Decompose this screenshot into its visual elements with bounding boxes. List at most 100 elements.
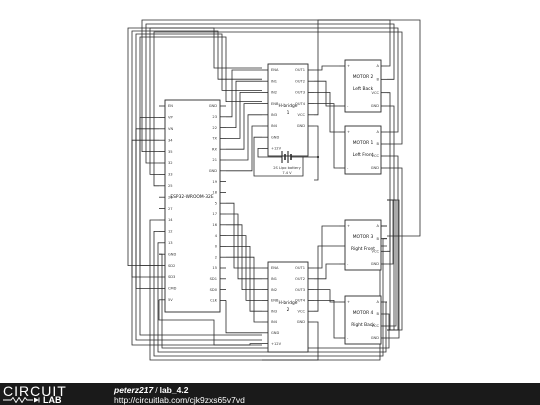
hbridge-right-pin-label: OUT4 — [295, 102, 306, 106]
mcu-right-pin-label: 5 — [215, 201, 217, 205]
hbridge-left-pin-label: GND — [271, 331, 279, 335]
motor-body — [344, 125, 382, 175]
hbridge-left-pin-label: IN4 — [271, 320, 278, 324]
motor-subtitle: Right Front — [351, 246, 375, 252]
mcu-right-pin-label: 16 — [212, 223, 217, 227]
hbridge-left-pin-label: IN2 — [271, 288, 277, 292]
motor-right-pin-label: B — [377, 142, 380, 146]
logo-text-circuit: CIRCUIT — [3, 383, 67, 399]
motor-subtitle: Left Front — [353, 152, 374, 158]
hbridge-1-body — [267, 63, 309, 157]
motor-power-wire — [387, 167, 403, 331]
control-signal-wire — [226, 256, 262, 323]
project-url[interactable]: http://circuitlab.com/cjk9zxs65v7vd — [114, 395, 245, 405]
control-signal-wire — [226, 114, 262, 161]
motor-body — [344, 219, 382, 271]
hbridge-left-pin-label: +12V — [271, 342, 282, 346]
mcu-right-pin-label: SD0 — [210, 288, 218, 292]
mcu-right-pin-label: GND — [209, 169, 217, 173]
mcu-right-pin-label: 2 — [215, 255, 217, 259]
motor-left-pin-label: - — [347, 104, 349, 108]
circuitlab-logo[interactable]: CIRCUIT LAB — [3, 383, 98, 405]
hbridge-right-pin-label: OUT2 — [295, 79, 305, 83]
hbridge-left-pin-label: IN2 — [271, 91, 277, 95]
control-signal-wire — [226, 103, 262, 150]
hbridge-1-name: H-bridge — [279, 103, 298, 109]
motor-title: MOTOR 3 — [353, 234, 374, 240]
motor-power-wire — [387, 199, 391, 252]
control-signal-wire — [226, 125, 262, 172]
hbridge-left-pin-label: IN4 — [271, 124, 278, 128]
mcu-left-pin-label: 27 — [168, 207, 173, 211]
encoder-bus-wire — [149, 27, 399, 175]
mcu-right-pin-label: 0 — [215, 245, 218, 249]
mcu-left-pin-label: VN — [168, 127, 173, 131]
hbridge-right-pin-label: GND — [297, 124, 305, 128]
hbridge-left-pin-label: IN1 — [271, 79, 277, 83]
control-signal-wire — [226, 80, 262, 128]
project-name[interactable]: lab_4.2 — [159, 385, 189, 395]
hbridge-right-pin-label: VCC — [298, 309, 306, 313]
mcu-left-pin-label: SD2 — [168, 264, 175, 268]
mcu-left-pin-label: EN — [168, 104, 173, 108]
motor-drive-wire — [314, 289, 339, 303]
encoder-bus-wire — [153, 31, 403, 187]
motor-right-pin-label: A — [377, 130, 380, 134]
hbridge-right-pin-label: VCC — [298, 113, 306, 117]
motor-subtitle: Right Back — [351, 322, 375, 328]
motor-right-pin-label: B — [377, 237, 380, 241]
motor-right-pin-label: VCC — [372, 154, 380, 158]
motor-left-pin-label: - — [347, 166, 349, 170]
hbridge-left-pin-label: ENB — [271, 102, 279, 106]
control-signal-wire — [226, 245, 262, 312]
mcu-left-pin-label: 12 — [168, 230, 173, 234]
left-bus-wire — [139, 117, 262, 336]
mcu-right-pin-label: 18 — [212, 191, 217, 195]
battery-voltage: 7.4 V — [282, 171, 292, 175]
motor-left-pin-label: - — [347, 336, 349, 340]
motor-left-pin-label: + — [347, 130, 350, 134]
hbridge-right-pin-label: OUT2 — [295, 277, 305, 281]
motor-right-pin-label: GND — [371, 104, 379, 108]
left-bus-wire — [139, 36, 262, 267]
mcu-right-pin-label: 23 — [212, 115, 217, 119]
author-link[interactable]: peterz217 — [114, 385, 154, 395]
motor-drive-wire — [314, 299, 339, 339]
hbridge-left-pin-label: IN3 — [271, 309, 277, 313]
mcu-left-pin-label: 25 — [168, 184, 173, 188]
mcu-label: ESP32-WROOM-32E — [170, 194, 213, 200]
battery-label: 2S Lipo battery — [273, 166, 301, 170]
mcu-right-pin-label: 19 — [212, 180, 217, 184]
motor-title: MOTOR 4 — [353, 310, 374, 316]
hbridge-left-pin-label: IN1 — [271, 277, 277, 281]
motor-body — [344, 59, 382, 113]
mcu-left-pin-label: 14 — [168, 218, 173, 222]
hbridge-left-pin-label: ENB — [271, 299, 279, 303]
hbridge-right-pin-label: OUT3 — [295, 288, 305, 292]
hbridge-right-pin-label: OUT1 — [295, 266, 305, 270]
motor-power-wire — [387, 199, 397, 327]
motor-title: MOTOR 2 — [353, 74, 374, 80]
motor-right-pin-label: B — [377, 78, 380, 82]
hbridge-left-pin-label: GND — [271, 135, 279, 139]
encoder-bus-wire — [145, 23, 395, 164]
mcu-esp32: ESP32-WROOM-32E ENVPVN343532332526271412… — [159, 99, 226, 313]
hbridge-right-pin-label: OUT3 — [295, 91, 305, 95]
motor-left-pin-label: - — [347, 262, 349, 266]
motor-left-pin-label: + — [347, 300, 350, 304]
hbridge-2-body — [267, 261, 309, 353]
battery: 2S Lipo battery 7.4 V — [270, 151, 303, 175]
title-separator: / — [155, 385, 158, 395]
motor-subtitle: Left Back — [353, 86, 374, 92]
mcu-right-pin-label: SD1 — [210, 277, 217, 281]
hbridge-left-pin-label: ENA — [271, 266, 279, 270]
logo-text-lab: LAB — [43, 395, 62, 405]
